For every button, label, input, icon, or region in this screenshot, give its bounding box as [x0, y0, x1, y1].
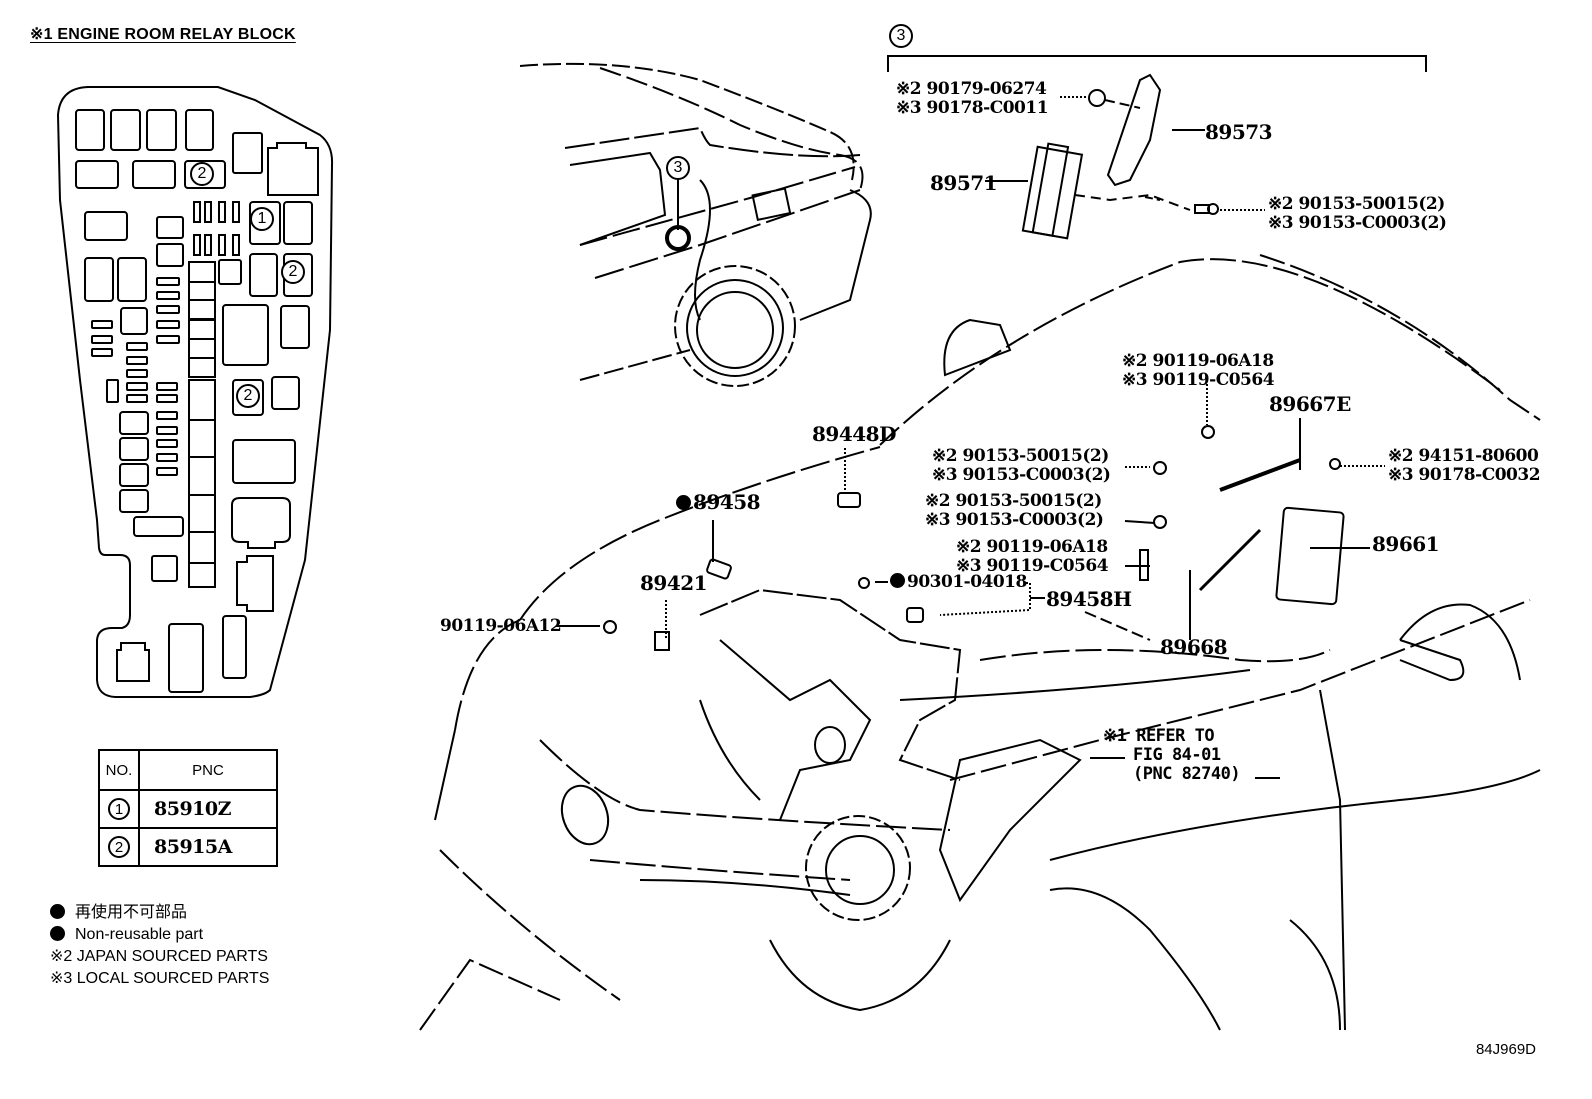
- part-label-89458[interactable]: 89458: [676, 490, 761, 514]
- pnc-table: NO. PNC 1 85910Z 2 85915A: [98, 749, 278, 867]
- part-local: ※3 90153-C0003(2): [925, 510, 1104, 530]
- legend-item: ※3 LOCAL SOURCED PARTS: [50, 968, 269, 990]
- relay-marker-2: 2: [236, 384, 260, 408]
- part-label-89667E[interactable]: 89667E: [1269, 392, 1351, 416]
- part-label-94151[interactable]: ※2 94151-80600 ※3 90178-C0032: [1388, 446, 1541, 485]
- part-label-89661[interactable]: 89661: [1372, 532, 1440, 556]
- part-number: 89458: [693, 490, 761, 514]
- part-local: ※3 90178-C0011: [896, 98, 1049, 118]
- part-label-90179[interactable]: ※2 90179-06274 ※3 90178-C0011: [896, 79, 1049, 118]
- marker-label: 2: [288, 263, 298, 280]
- refer-line: FIG 84-01: [1133, 745, 1221, 765]
- marker-label: 3: [673, 159, 683, 176]
- part-japan: ※2 90119-06A18: [956, 537, 1108, 557]
- non-reusable-dot-icon: [890, 573, 905, 588]
- refer-line: (PNC 82740): [1133, 764, 1241, 784]
- non-reusable-dot-icon: [50, 904, 65, 919]
- non-reusable-dot-icon: [50, 926, 65, 941]
- part-local: ※3 90178-C0032: [1388, 465, 1541, 485]
- legend: 再使用不可部品 Non-reusable part ※2 JAPAN SOURC…: [50, 902, 269, 990]
- part-label-89458H[interactable]: 89458H: [1046, 587, 1132, 611]
- part-label-90153-mid2[interactable]: ※2 90153-50015(2) ※3 90153-C0003(2): [925, 491, 1104, 530]
- part-japan: ※2 90119-06A18: [1122, 351, 1274, 371]
- marker-label: 2: [243, 387, 253, 404]
- table-row: 1 85910Z: [98, 789, 278, 829]
- part-japan: ※2 90153-50015(2): [925, 491, 1102, 511]
- part-japan: ※2 90153-50015(2): [932, 446, 1109, 466]
- marker-label: 2: [197, 165, 207, 182]
- upper-group-art: [985, 73, 1265, 240]
- location-circle: [665, 225, 691, 251]
- part-label-89573[interactable]: 89573: [1205, 120, 1273, 144]
- part-label-89421[interactable]: 89421: [640, 571, 708, 595]
- part-japan: ※2 94151-80600: [1388, 446, 1539, 466]
- legend-item: ※2 JAPAN SOURCED PARTS: [50, 946, 269, 968]
- relay-block-outline: [56, 86, 334, 698]
- legend-text: Non-reusable part: [75, 926, 204, 943]
- row-number: 1: [108, 798, 130, 820]
- part-japan: ※2 90179-06274: [896, 79, 1047, 99]
- marker-label: 1: [257, 210, 267, 227]
- group-bracket: [887, 55, 1427, 72]
- relay-marker-2: 2: [281, 260, 305, 284]
- row-no-cell: 2: [98, 827, 140, 867]
- legend-text: 再使用不可部品: [75, 904, 188, 921]
- part-label-90119-lower[interactable]: ※2 90119-06A18 ※3 90119-C0564: [956, 537, 1109, 576]
- front-car-outline: [419, 254, 1541, 1031]
- group-ref-marker: 3: [889, 24, 913, 48]
- part-label-90301[interactable]: 90301-04018: [890, 573, 1027, 592]
- part-japan: ※2 90153-50015(2): [1268, 194, 1445, 214]
- figure-code: 84J969D: [1475, 1041, 1536, 1058]
- part-local: ※3 90119-C0564: [1122, 370, 1275, 390]
- part-number: 90301-04018: [907, 572, 1027, 592]
- non-reusable-dot-icon: [676, 495, 691, 510]
- part-label-90153-top[interactable]: ※2 90153-50015(2) ※3 90153-C0003(2): [1268, 194, 1447, 233]
- row-pnc: 85910Z: [138, 789, 278, 829]
- legend-item: 再使用不可部品: [50, 902, 269, 924]
- relay-marker-1: 1: [250, 207, 274, 231]
- pnc-table-header: NO. PNC: [98, 749, 278, 791]
- marker-label: 3: [896, 27, 906, 44]
- legend-text: ※3 LOCAL SOURCED PARTS: [50, 970, 270, 987]
- hardware-symbols: [603, 425, 1345, 651]
- leader-lines: [556, 196, 1385, 779]
- row-pnc: 85915A: [138, 827, 278, 867]
- relay-block-components: [75, 109, 319, 693]
- location-ref-marker: 3: [666, 156, 690, 180]
- header-pnc: PNC: [138, 749, 278, 791]
- part-label-89571[interactable]: 89571: [930, 171, 998, 195]
- part-label-90119-06A12[interactable]: 90119-06A12: [440, 616, 562, 636]
- rear-car-outline: [519, 62, 872, 387]
- part-label-89448D[interactable]: 89448D: [812, 422, 896, 446]
- part-label-90153-mid1[interactable]: ※2 90153-50015(2) ※3 90153-C0003(2): [932, 446, 1111, 485]
- row-no-cell: 1: [98, 789, 140, 829]
- row-number: 2: [108, 836, 130, 858]
- header-no: NO.: [98, 749, 140, 791]
- part-local: ※3 90153-C0003(2): [1268, 213, 1447, 233]
- part-label-90119-upper[interactable]: ※2 90119-06A18 ※3 90119-C0564: [1122, 351, 1275, 390]
- legend-item: Non-reusable part: [50, 924, 269, 946]
- refer-to-label[interactable]: ※1 REFER TO FIG 84-01 (PNC 82740): [1103, 726, 1241, 784]
- table-row: 2 85915A: [98, 827, 278, 867]
- part-local: ※3 90119-C0564: [956, 556, 1109, 576]
- relay-block-title: ※1 ENGINE ROOM RELAY BLOCK: [30, 26, 296, 43]
- refer-line: ※1 REFER TO: [1103, 726, 1215, 746]
- relay-marker-2: 2: [190, 162, 214, 186]
- part-label-89668[interactable]: 89668: [1160, 635, 1228, 659]
- legend-text: ※2 JAPAN SOURCED PARTS: [50, 948, 268, 965]
- part-local: ※3 90153-C0003(2): [932, 465, 1111, 485]
